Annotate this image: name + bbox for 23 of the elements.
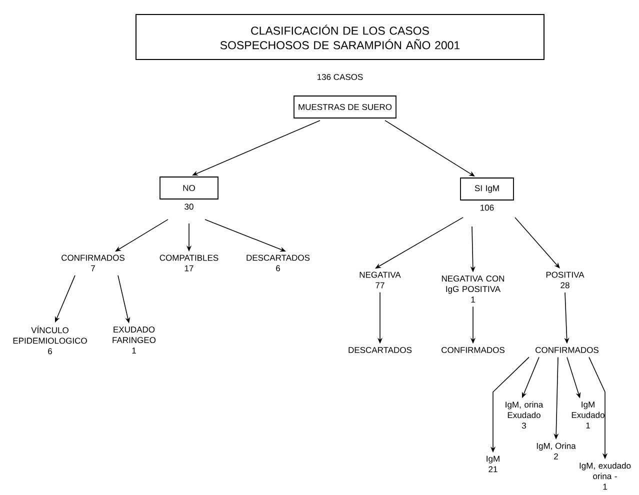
category-label: CONFIRMADOS — [442, 347, 504, 353]
category-label: POSITIVA 28 — [546, 272, 584, 288]
category-label: DESCARTADOS 6 — [246, 254, 310, 272]
category-label: DESCARTADOS — [348, 347, 412, 353]
count-label: 30 — [184, 204, 194, 210]
category-label: VÍNCULO EPIDEMIOLOGICO 6 — [13, 326, 87, 354]
category-label: COMPATIBLES 17 — [160, 254, 218, 272]
process-box: MUESTRAS DE SUERO — [294, 96, 396, 118]
category-label: IgM 21 — [486, 456, 500, 472]
category-label: EXUDADO FARINGEO 1 — [112, 326, 156, 354]
category-label: CONFIRMADOS 7 — [62, 254, 124, 272]
category-label: IgM, orina Exudado 3 — [506, 401, 544, 429]
count-label: 106 — [480, 204, 494, 211]
category-label: IgM Exudado 1 — [572, 402, 604, 428]
process-box: SI IgM — [460, 178, 514, 200]
category-label: CONFIRMADOS — [536, 347, 598, 353]
process-box: NO — [160, 176, 218, 200]
case-count-label: 136 CASOS — [318, 74, 363, 80]
category-label: IgM, Orina 2 — [536, 442, 576, 460]
category-label: NEGATIVA CON IgG POSITIVA 1 — [442, 276, 504, 302]
category-label: IgM, exudado orina - 1 — [580, 462, 631, 490]
title-box: CLASIFICACIÓN DE LOS CASOS SOSPECHOSOS DE SARAMPIÓN AÑO 2001 — [136, 14, 544, 60]
category-label: NEGATIVA 77 — [360, 272, 401, 288]
